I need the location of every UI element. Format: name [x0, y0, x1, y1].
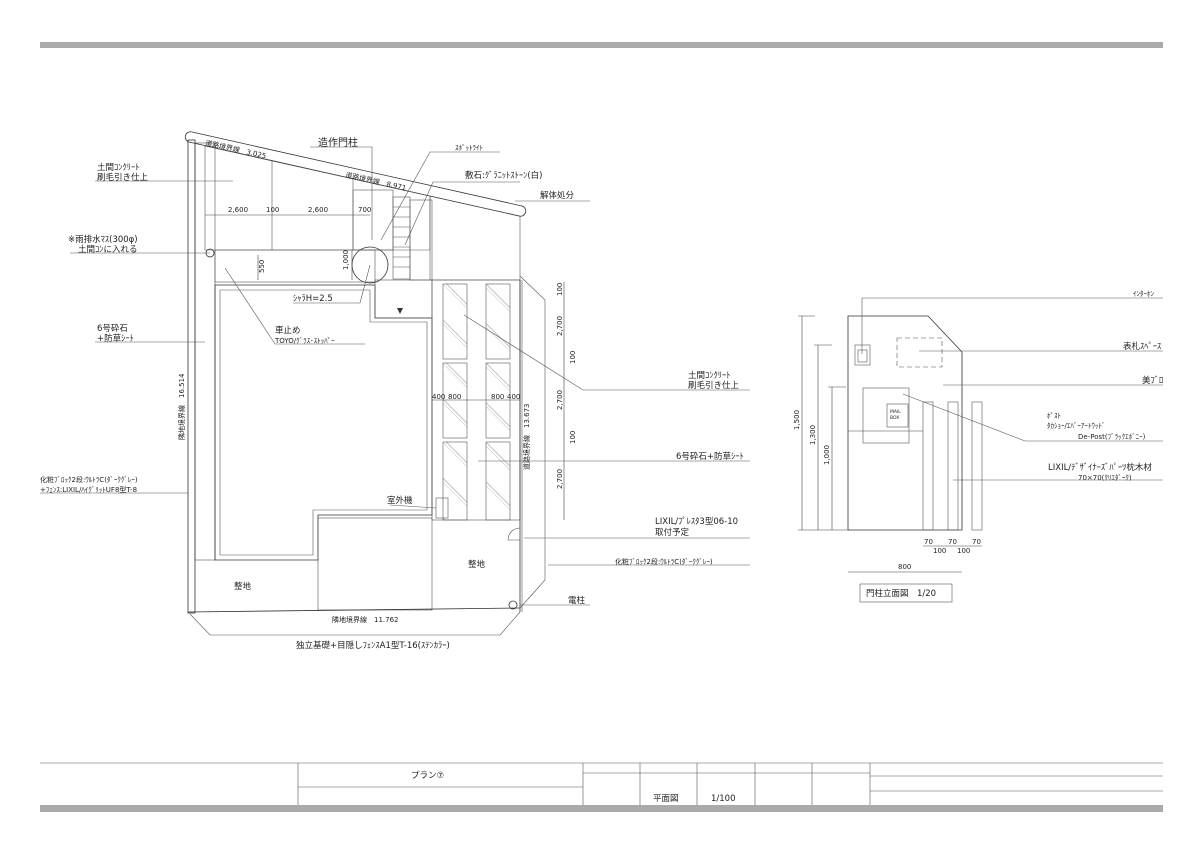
nameplate-label: 表札ｽﾍﾟｰｽ: [1123, 341, 1161, 352]
elevation-title-box: [859, 583, 953, 603]
mailbox-label-2: BOX: [890, 415, 899, 421]
concrete-slabs: [442, 283, 511, 521]
dim-right-3: 100: [569, 351, 577, 364]
tile-terrace: [317, 517, 433, 611]
site-plan: [40, 131, 750, 636]
sleeper-label-1: LIXIL/ﾃﾞｻﾞｲﾅｰｽﾞﾊﾟｰﾂ枕木材: [1048, 462, 1152, 473]
elevation-labels: ｲﾝﾀｰﾎﾝ 表札ｽﾍﾟｰｽ 美ﾌﾞﾛ ﾎﾟｽﾄ ﾀｶｼｮｰ/ｴﾊﾞｰｱｰﾄｳｯ…: [793, 290, 1163, 599]
dim-post-5: 70: [972, 538, 981, 546]
post-box: [862, 387, 910, 444]
gate-pillar-elevation: MAIL BOX: [798, 297, 1163, 603]
intercom-label: ｲﾝﾀｰﾎﾝ: [1133, 290, 1154, 298]
demolition-area: [429, 195, 521, 281]
dim-top-2: 100: [266, 206, 279, 214]
entrance-marker-icon: [397, 308, 403, 314]
dim-slab-2: 800: [448, 393, 461, 401]
dim-height-1000: 1,000: [823, 445, 831, 465]
gravel-left-label-2: +防草ｼｰﾄ: [97, 333, 134, 344]
gravel-right-label: 6号砕石+防草ｼｰﾄ: [676, 451, 744, 462]
plan-labels: 道路境界線 3.025 道路境界線 8.971 造作門柱 ｽﾎﾟｯﾄﾗｲﾄ 敷石…: [40, 136, 744, 651]
dim-slab-3: 800: [491, 393, 504, 401]
intercom-symbol: [854, 344, 871, 366]
block-fence-left-label-2: +ﾌｪﾝｽ:LIXIL/ﾊｲｸﾞﾘｯﾄUF8型T-8: [40, 485, 137, 494]
rain-drain-label-2: 土間ｺﾝに入れる: [78, 244, 138, 255]
dim-strip: 550: [258, 260, 266, 273]
block-label: 美ﾌﾞﾛ: [1142, 375, 1163, 386]
pillar-outline: [847, 315, 963, 531]
elevation-title: 門柱立面図 1/20: [866, 588, 936, 599]
rain-drain-label-1: ※雨排水ﾏｽ(300φ): [68, 234, 138, 245]
dim-right-6: 2,700: [556, 469, 564, 489]
house-footprint: [214, 284, 433, 561]
dim-right-2: 2,700: [556, 316, 564, 336]
concrete-right-label-2: 刷毛引き仕上: [688, 380, 740, 391]
plan-name: プラン⑦: [411, 771, 444, 781]
sleeper-post-3: [971, 401, 983, 531]
post-label-1: ﾎﾟｽﾄ: [1047, 412, 1061, 420]
bottom-border-bar: [40, 805, 1163, 812]
block-right-label: 化粧ﾌﾞﾛｯｸ2段:ｳﾙﾄﾗC(ﾀﾞｰｸｸﾞﾚｰ): [615, 557, 713, 566]
concrete-top-label-1: 土間ｺﾝｸﾘｰﾄ: [97, 162, 140, 173]
drawing-scale: 1/100: [711, 794, 736, 804]
grading-right-label: 整地: [468, 559, 486, 570]
gravel-left-label-1: 6号砕石: [97, 323, 128, 334]
boundary-block-left: [187, 139, 196, 614]
utility-pole-symbol: [508, 600, 518, 610]
dim-top-3: 2,600: [308, 206, 328, 214]
grading-left-label: 整地: [234, 581, 252, 592]
dim-right-1: 100: [556, 283, 564, 296]
concrete-top-label-2: 刷毛引き仕上: [97, 172, 149, 183]
paving-stone-label: 敷石:ｸﾞﾗﾆｯﾄｽﾄｰﾝ(白): [465, 170, 543, 181]
dim-top-4: 700: [358, 206, 371, 214]
neighbor-boundary-bottom-label: 隣地境界線 11.762: [332, 615, 399, 624]
concrete-area-top: [204, 145, 431, 251]
gate-label-2: 取付予定: [655, 527, 690, 538]
boundary-bottom: [187, 607, 521, 613]
block-fence-left-label-1: 化粧ﾌﾞﾛｯｸ2段:ｳﾙﾄﾗC(ﾀﾞｰｸｸﾞﾚｰ): [40, 475, 138, 484]
post-label-3: De-Post(ﾌﾞﾗｯｸｴﾎﾞﾆｰ): [1078, 433, 1146, 441]
car-stop-label-1: 車止め: [275, 325, 301, 336]
spotlight-label: ｽﾎﾟｯﾄﾗｲﾄ: [455, 144, 483, 152]
demolition-label: 解体処分: [540, 190, 575, 201]
dim-post-1: 70: [924, 538, 933, 546]
car-stop-label-2: TOYO/ｸﾞﾗｽ･ｽﾄｯﾊﾟｰ: [274, 337, 335, 345]
sleeper-label-2: 70×70(ｸﾘｴﾀﾞｰｸ): [1078, 474, 1132, 482]
dim-width-800: 800: [898, 563, 911, 571]
dim-post-2: 100: [933, 547, 946, 555]
dim-right-4: 2,700: [556, 390, 564, 410]
shara-tree-label: ｼｬﾗH=2.5: [293, 294, 333, 304]
dim-post-4: 100: [957, 547, 970, 555]
paving-steps: [392, 196, 411, 280]
sleeper-post-1: [922, 401, 934, 531]
road-boundary-right-label: 道路境界線 13.673: [522, 404, 531, 471]
gate-door-symbol: [507, 527, 521, 541]
nameplate-space: [896, 337, 943, 368]
neighbor-boundary-left-label: 隣地境界線 16.514: [177, 373, 186, 440]
post-label-2: ﾀｶｼｮｰ/ｴﾊﾞｰｱｰﾄｳｯﾄﾞ: [1047, 422, 1105, 430]
gate-pillar-label: 造作門柱: [318, 136, 358, 149]
mailbox-label-1: MAIL: [890, 409, 901, 415]
sleeper-post-2: [947, 401, 959, 531]
dim-post-3: 70: [948, 538, 957, 546]
tile-entrance: [374, 279, 433, 319]
dim-circle: 1,000: [342, 250, 350, 270]
gate-label-1: LIXIL/ﾌﾟﾚｽﾀ3型06-10: [655, 517, 738, 527]
title-block: プラン⑦ 平面図 1/100: [40, 762, 1163, 805]
dim-height-1300: 1,300: [809, 425, 817, 445]
dim-slab-1: 400: [432, 393, 445, 401]
utility-pole-label: 電柱: [568, 595, 586, 606]
dim-right-5: 100: [569, 431, 577, 444]
drawing-type: 平面図: [653, 794, 679, 804]
dim-top-1: 2,600: [228, 206, 248, 214]
top-border-bar: [40, 42, 1163, 48]
fence-bottom-label: 独立基礎+目隠しﾌｪﾝｽA1型T-16(ｽﾃﾝｶﾗｰ): [296, 640, 450, 651]
outdoor-unit-label: 室外機: [387, 495, 413, 506]
concrete-right-label-1: 土間ｺﾝｸﾘｰﾄ: [688, 370, 731, 381]
dim-slab-4: 400: [507, 393, 520, 401]
dim-height-1500: 1,500: [793, 410, 801, 430]
mailbox-slot: [886, 403, 909, 428]
